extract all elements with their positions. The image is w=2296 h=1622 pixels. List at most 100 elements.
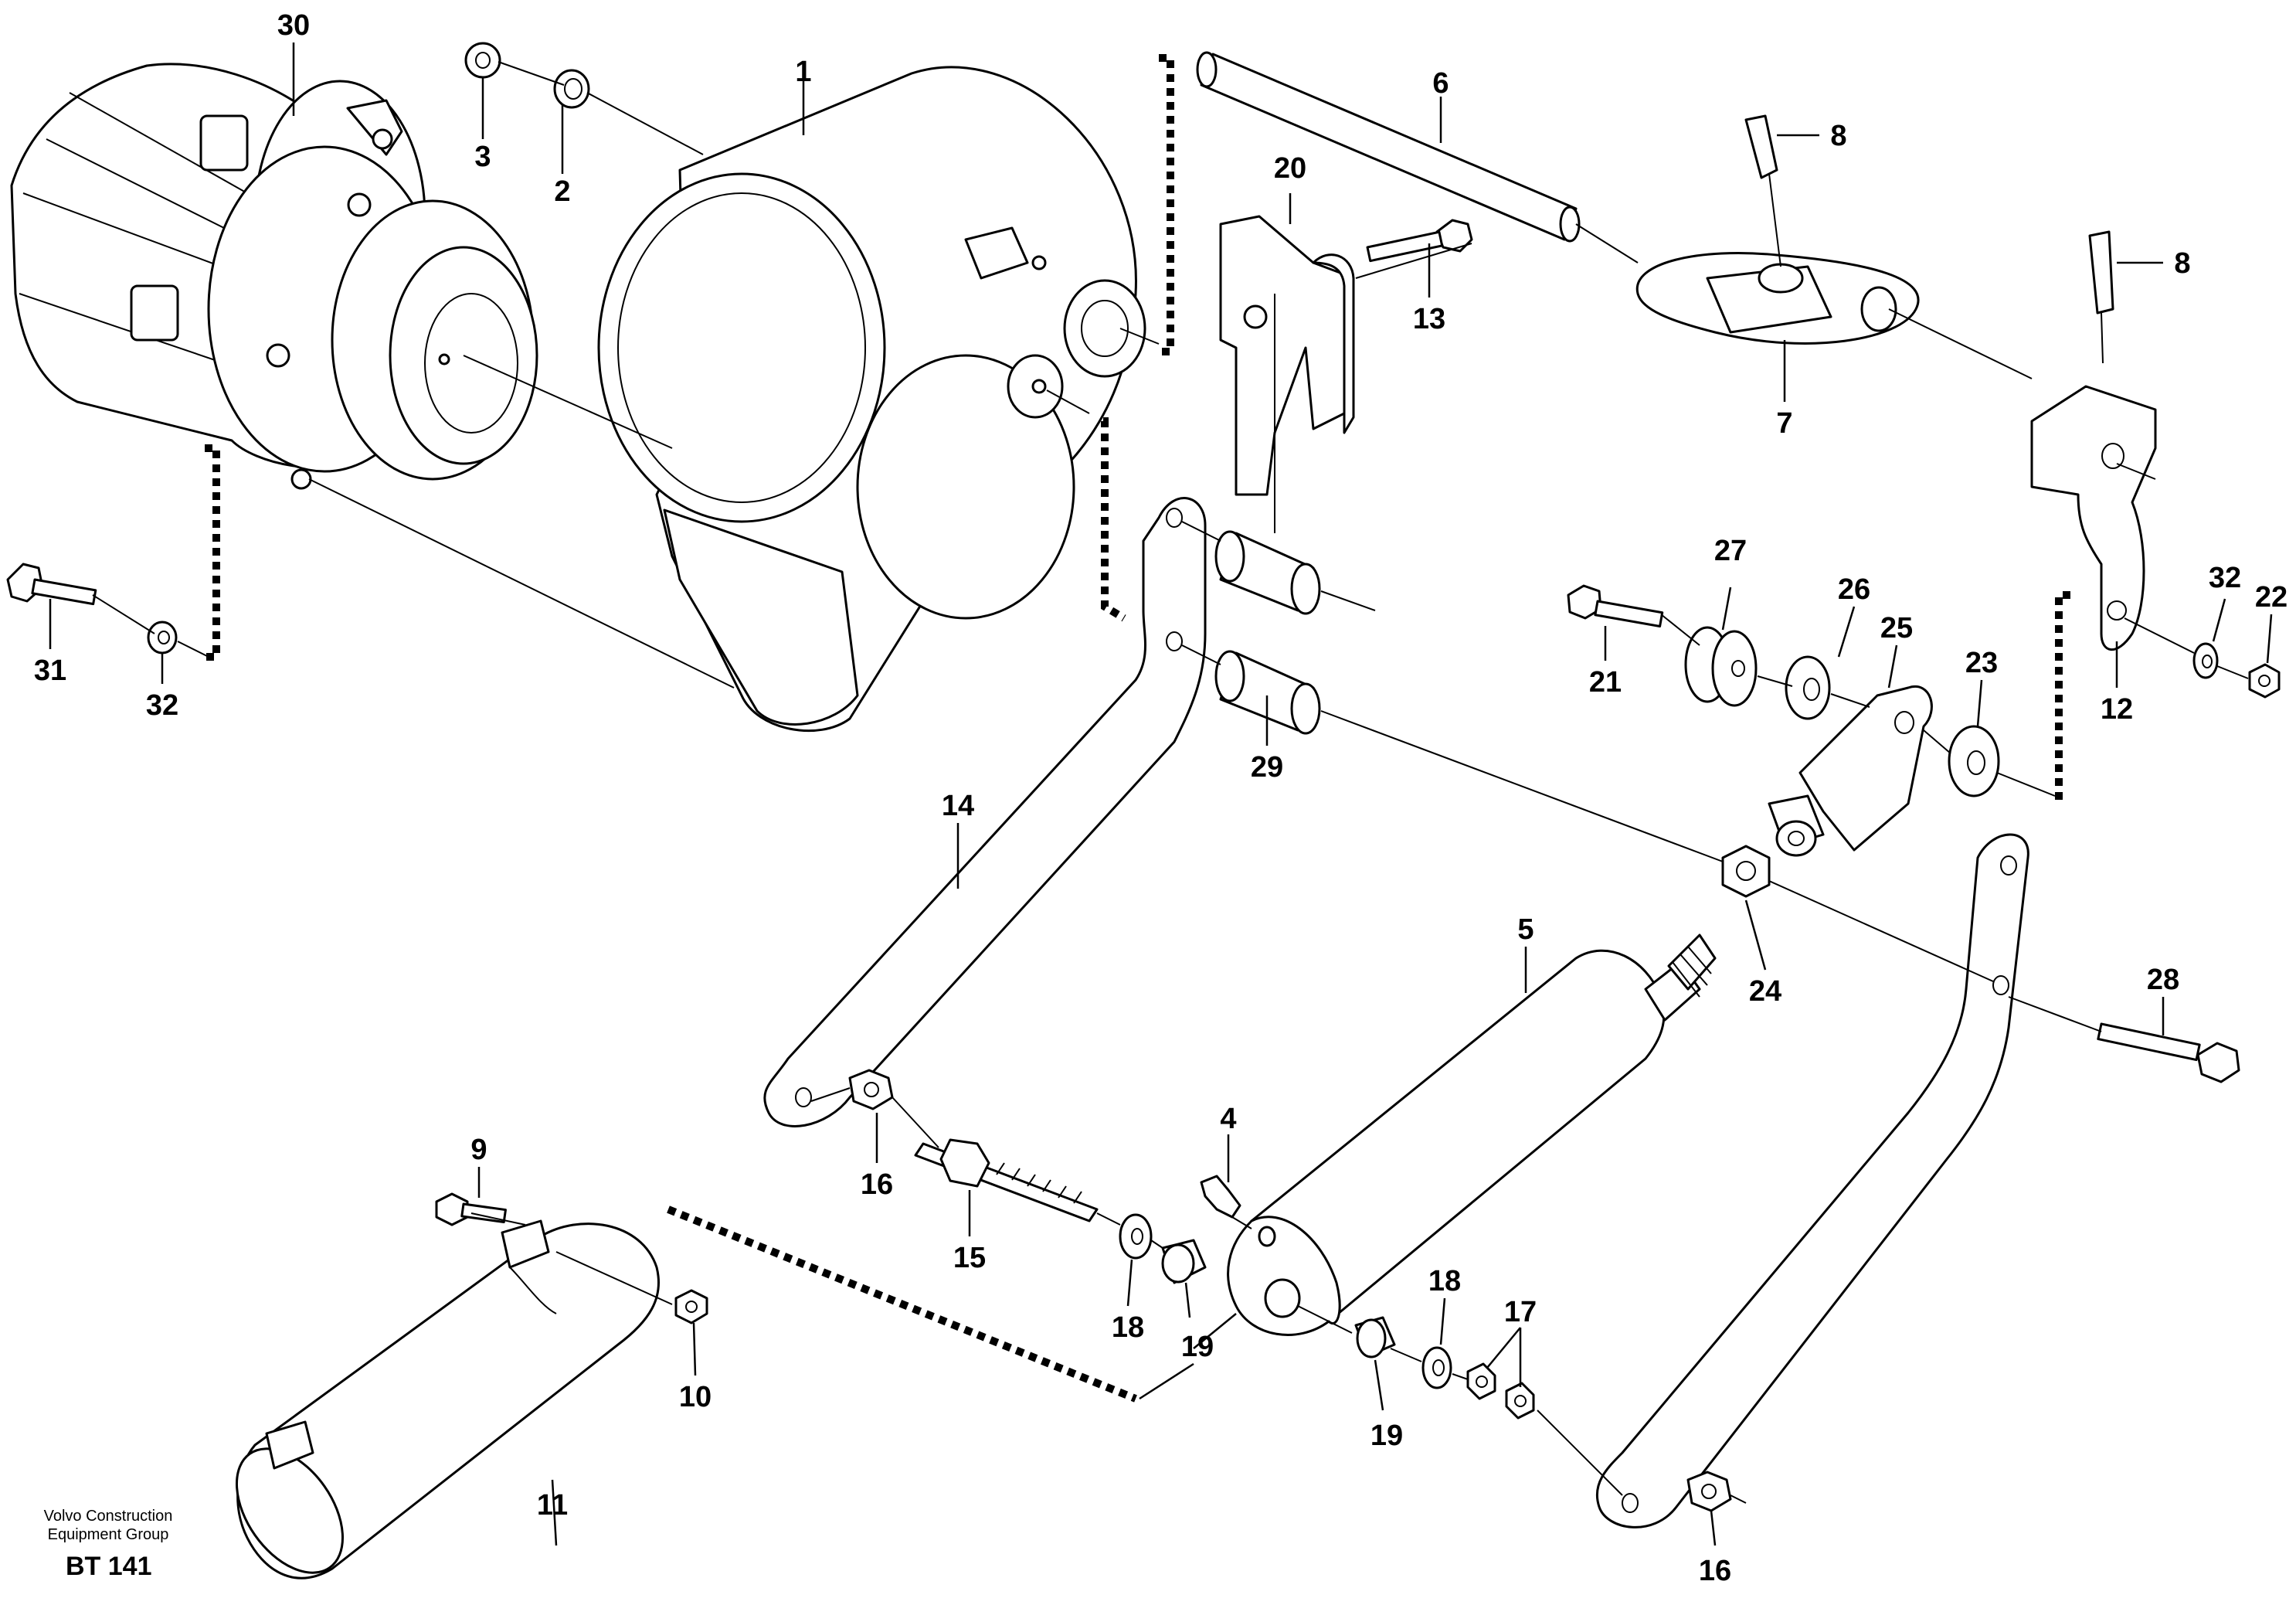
company-name-line1: Volvo Construction (43, 1508, 173, 1525)
nut-17-b (1505, 1382, 1535, 1420)
strap-right-hole-bottom (1622, 1493, 1639, 1513)
washer-3 (464, 42, 501, 79)
callout-31: 31 (34, 655, 66, 687)
callout-27: 27 (1714, 535, 1747, 567)
spacer-29-top (1214, 530, 1321, 615)
callout-7: 7 (1776, 407, 1792, 440)
callout-26: 26 (1838, 573, 1870, 606)
callout-18-right: 18 (1428, 1265, 1461, 1297)
rod-6-end-left (1196, 51, 1218, 88)
washer-32-right (2192, 642, 2219, 679)
seal-ring-2-hole (564, 78, 582, 100)
callout-16-right: 16 (1699, 1555, 1731, 1587)
rod-6 (1200, 53, 1578, 241)
seal-ring-2 (553, 69, 590, 109)
callout-19-right: 19 (1370, 1420, 1403, 1452)
spacer-29-bottom (1214, 650, 1321, 735)
washer-23-hole (1967, 750, 1985, 775)
bolt-28 (2097, 1022, 2240, 1083)
company-name-line2: Equipment Group (47, 1526, 169, 1543)
bolt-31 (6, 563, 97, 606)
threaded-rod-15 (914, 1138, 1099, 1222)
bushing-19-left (1161, 1239, 1207, 1284)
callout-19-left: 19 (1181, 1331, 1214, 1363)
callout-3: 3 (474, 141, 491, 173)
washer-18-left (1119, 1213, 1153, 1260)
assembly-lines (92, 61, 2249, 1504)
strap-14-hole-bottom (795, 1087, 812, 1107)
assembly-guide-alternator (205, 444, 220, 661)
callout-25: 25 (1880, 612, 1913, 644)
assembly-guide-lever (2055, 591, 2070, 804)
assembly-guide-housing-bottom (1089, 417, 1126, 622)
washer-32-right-hole (2202, 655, 2213, 668)
callout-28: 28 (2147, 964, 2179, 996)
lever-12 (2030, 385, 2157, 651)
callout-labels: 30 1 3 2 6 8 8 7 20 13 31 32 27 26 25 21… (34, 9, 2288, 1587)
callout-10: 10 (679, 1381, 712, 1413)
callout-11: 11 (537, 1489, 568, 1522)
callout-2: 2 (554, 175, 570, 208)
bolt-13 (1366, 219, 1473, 263)
grommet-27 (1684, 626, 1758, 707)
nut-24 (1721, 845, 1771, 898)
flange-7 (1635, 251, 1920, 345)
strap-right-hole-top (2000, 855, 2017, 876)
nut-16-left (848, 1069, 894, 1110)
washer-32-left-hole (158, 631, 170, 644)
callout-21: 21 (1589, 666, 1622, 699)
callout-32-right: 32 (2209, 562, 2241, 594)
cylinder-5 (1227, 933, 1717, 1336)
grease-nipple-4 (1200, 1175, 1252, 1229)
strap-14 (763, 497, 1207, 1127)
washer-23 (1948, 725, 2000, 797)
callout-6: 6 (1432, 67, 1449, 100)
bolt-21 (1567, 584, 1664, 627)
callout-4: 4 (1220, 1103, 1236, 1135)
callout-15: 15 (953, 1242, 986, 1274)
callout-12: 12 (2101, 693, 2133, 726)
nut-10 (674, 1289, 708, 1324)
assembly-guide-clamp (667, 1205, 1137, 1403)
leader-lines (49, 43, 2273, 1546)
strap-right (1595, 833, 2029, 1528)
clamp-11 (235, 1219, 661, 1579)
washer-3-hole (475, 52, 491, 69)
callout-5: 5 (1517, 913, 1533, 946)
callout-24: 24 (1749, 975, 1781, 1008)
callout-9: 9 (470, 1134, 487, 1166)
washer-18-left-hole (1131, 1228, 1143, 1245)
washer-26 (1785, 655, 1831, 720)
callout-30: 30 (277, 9, 310, 42)
pin-8-top (1744, 114, 1778, 179)
nut-17-a (1466, 1362, 1496, 1400)
bolt-9 (435, 1192, 507, 1226)
callout-29: 29 (1251, 751, 1283, 784)
clevis-25 (1768, 685, 1933, 857)
assembly-guide-housing-top (1159, 54, 1174, 355)
callout-17: 17 (1504, 1296, 1537, 1328)
callout-8-right: 8 (2174, 247, 2190, 280)
callout-14: 14 (942, 790, 974, 822)
bushing-19-right (1354, 1316, 1396, 1358)
drawing-footer: Volvo Construction Equipment Group BT 14… (31, 1507, 185, 1582)
strap-14-hole-mid (1166, 631, 1183, 651)
washer-26-hole (1803, 678, 1820, 701)
rod-6-end-right (1559, 206, 1581, 243)
callout-32-left: 32 (146, 689, 178, 722)
callout-20: 20 (1274, 152, 1306, 185)
pump-housing (597, 66, 1146, 733)
callout-1: 1 (795, 56, 811, 88)
callout-23: 23 (1965, 647, 1998, 679)
nut-16-right (1686, 1471, 1732, 1512)
strap-right-hole-mid (1992, 975, 2009, 995)
pin-8-right (2088, 230, 2114, 315)
alternator (10, 63, 538, 490)
nut-22 (2248, 663, 2281, 699)
callout-18-left: 18 (1112, 1311, 1144, 1344)
washer-32-left (147, 621, 178, 655)
strap-14-hole-top (1166, 508, 1183, 528)
callout-16-left: 16 (861, 1168, 893, 1201)
washer-18-right-hole (1432, 1359, 1445, 1376)
